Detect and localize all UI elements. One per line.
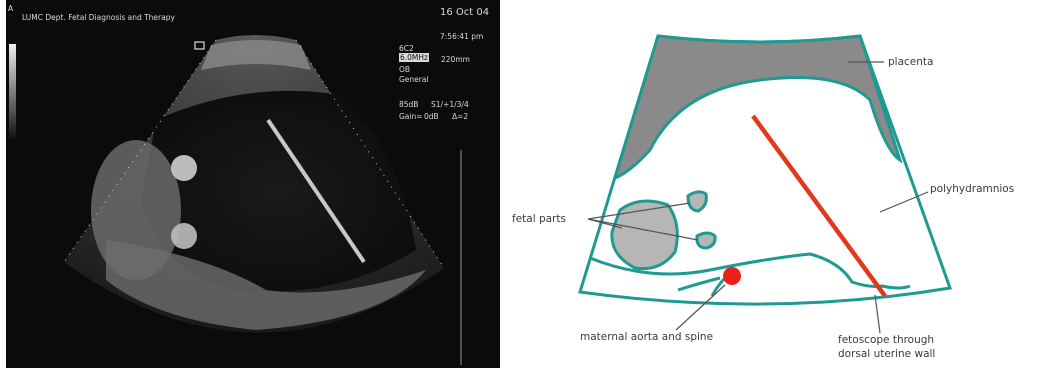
fetal-part-echo [171, 223, 197, 249]
fetal-part-small [697, 233, 715, 248]
label-maternal-aorta: maternal aorta and spine [580, 330, 713, 344]
params-label: S1/+1/3/4 [431, 101, 469, 109]
header-marker: A [8, 5, 13, 13]
label-fetal-parts: fetal parts [512, 212, 566, 226]
fetal-part-large [612, 201, 677, 269]
schematic-diagram: placenta polyhydramnios fetal parts mate… [510, 0, 1041, 373]
ultrasound-image: A LUMC Dept. Fetal Diagnosis and Therapy… [6, 0, 500, 368]
probe-label: 6C2 [399, 45, 414, 53]
gain-value: 0dB [424, 113, 439, 121]
leader-fetoscope [875, 295, 880, 333]
fetal-part-small [688, 192, 706, 211]
maternal-aorta [723, 267, 741, 285]
gain-label: Gain= [399, 113, 423, 121]
grayscale-bar [9, 44, 16, 139]
preset-ob: OB [399, 66, 410, 74]
delta-label: Δ=2 [452, 113, 468, 121]
label-fetoscope-line2: dorsal uterine wall [838, 347, 935, 361]
fetal-part-echo [171, 155, 197, 181]
institution-label: LUMC Dept. Fetal Diagnosis and Therapy [22, 14, 175, 22]
depth-label: 220mm [441, 56, 470, 64]
label-fetoscope: fetoscope through dorsal uterine wall [838, 333, 935, 361]
label-placenta: placenta [888, 55, 933, 69]
date-label: 16 Oct 04 [440, 8, 489, 18]
label-polyhydramnios: polyhydramnios [930, 182, 1014, 196]
label-fetoscope-line1: fetoscope through [838, 333, 935, 347]
time-label: 7:56:41 pm [440, 33, 483, 41]
db-label: 85dB [399, 101, 418, 109]
preset-general: General [399, 76, 429, 84]
orientation-marker [195, 42, 204, 49]
frequency-label: 6.0MHz [399, 54, 429, 62]
